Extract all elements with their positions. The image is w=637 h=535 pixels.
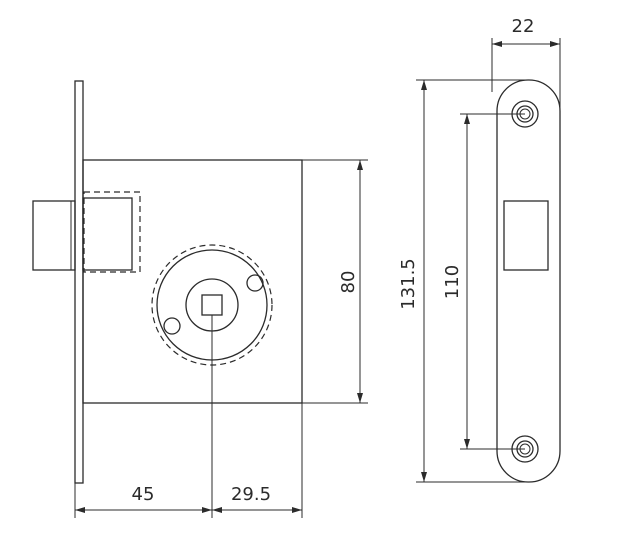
dim-case-height-label: 80 (338, 271, 359, 294)
dim-faceplate-length-label: 131.5 (398, 258, 419, 310)
dim-backset-label: 45 (132, 484, 155, 505)
rose-screw-hole-left (163, 317, 181, 335)
dim-faceplate-width-label: 22 (512, 16, 535, 37)
dimension-center-offset: 29.5 (212, 403, 303, 518)
dim-center-offset-label: 29.5 (231, 484, 271, 505)
dimension-screw-spacing: 110 (442, 113, 525, 450)
dimension-faceplate-length: 131.5 (398, 79, 525, 483)
dimension-faceplate-width: 22 (491, 16, 561, 110)
lock-front-view (32, 80, 303, 518)
latch-bolt-inner (82, 197, 133, 271)
dimension-backset: 45 (74, 483, 212, 518)
forend-plate (74, 80, 84, 484)
latch-housing-hidden (83, 191, 141, 273)
spindle-square-hole (201, 294, 223, 316)
dim-screw-spacing-label: 110 (442, 265, 463, 299)
dimension-case-height: 80 (302, 159, 368, 404)
rose-screw-hole-right (246, 274, 264, 292)
faceplate-latch-opening (503, 200, 549, 271)
latch-bolt (32, 200, 76, 271)
faceplate-view (496, 79, 561, 483)
faceplate-outline (496, 79, 561, 483)
lock-case-body (82, 159, 303, 404)
